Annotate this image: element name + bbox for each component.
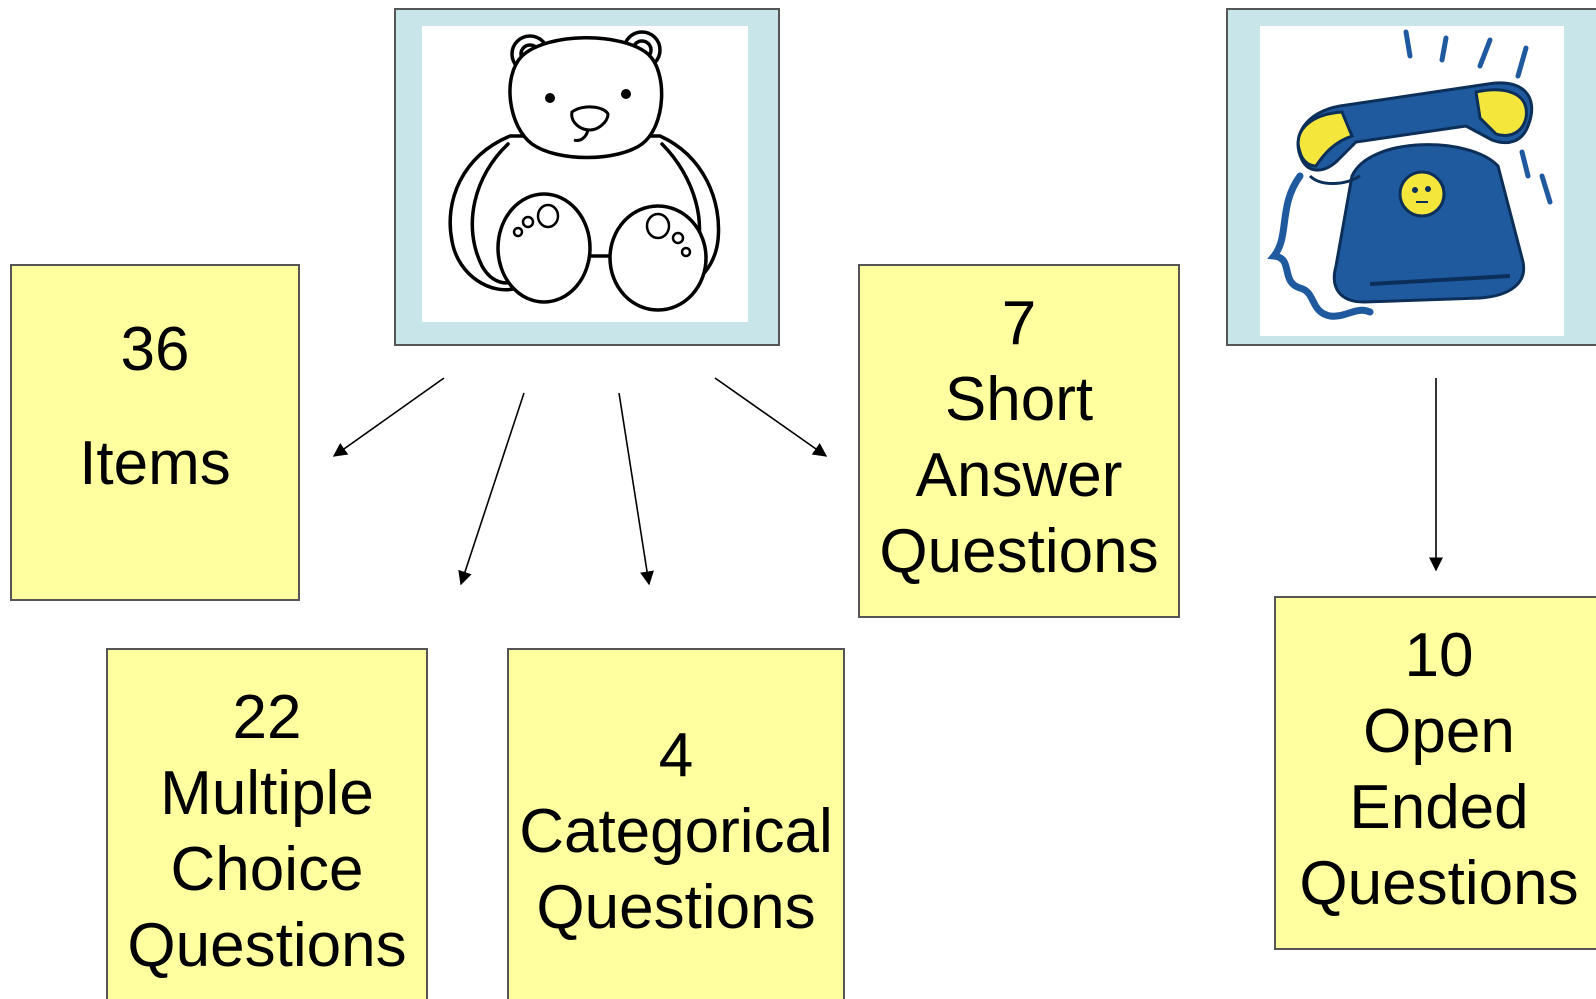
open-ended-box: 10 Open Ended Questions [1274,596,1596,950]
items-label: Items [79,429,231,498]
teddy-bear-icon [422,26,748,322]
arrow-to-short-answer [714,377,828,457]
short-answer-box: 7 Short Answer Questions [858,264,1180,618]
multiple-choice-label-line-1: Multiple [160,759,374,828]
categorical-label-line-1: Categorical [519,797,833,866]
open-ended-count: 10 [1404,621,1474,690]
arrow-to-multiple-choice [458,392,525,586]
arrow-to-categorical [618,392,654,586]
short-answer-label-line-1: Short [944,365,1094,434]
arrow-to-items [332,377,445,457]
items-count-box: 36 Items [10,264,300,601]
telephone-icon [1260,26,1564,336]
multiple-choice-label-line-3: Questions [127,911,407,980]
items-count: 36 [120,315,190,384]
categorical-label-line-2: Questions [536,873,816,942]
teddy-bear-picture-frame [394,8,780,346]
categorical-box: 4 Categorical Questions [507,648,845,999]
short-answer-label-line-2: Answer [915,441,1123,510]
categorical-count: 4 [658,721,694,790]
short-answer-label-line-3: Questions [879,517,1159,586]
multiple-choice-count: 22 [232,683,302,752]
open-ended-label-line-3: Questions [1299,849,1579,918]
short-answer-count: 7 [1001,289,1037,358]
telephone-picture-frame [1226,8,1596,346]
multiple-choice-box: 22 Multiple Choice Questions [106,648,428,999]
open-ended-label-line-2: Ended [1349,773,1529,842]
multiple-choice-label-line-2: Choice [170,835,364,904]
open-ended-label-line-1: Open [1363,697,1515,766]
